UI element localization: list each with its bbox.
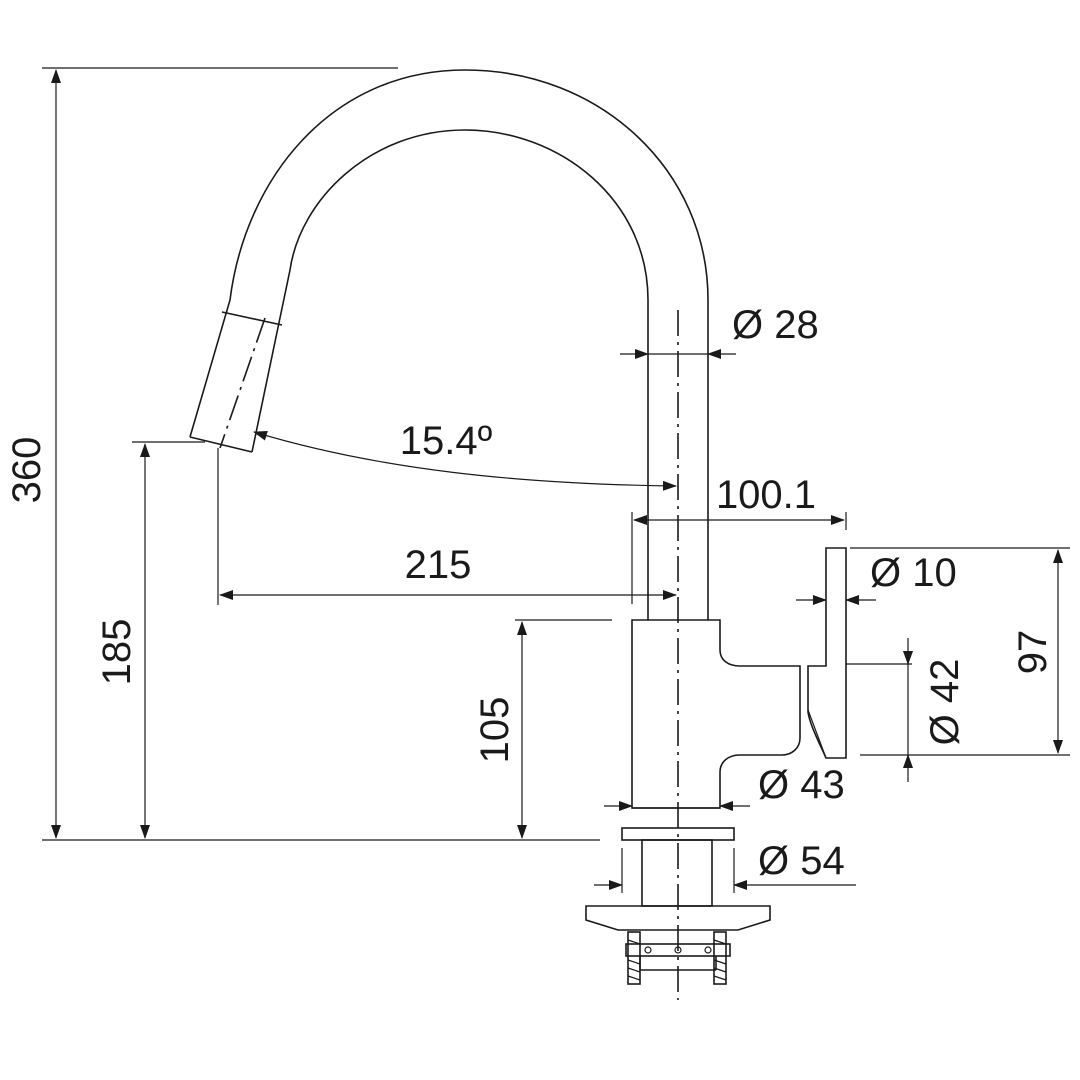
- label-215: 215: [405, 543, 472, 587]
- mounting-plate: [585, 905, 771, 931]
- label-100-1: 100.1: [716, 473, 816, 517]
- dim-arc-15-4: [253, 430, 677, 491]
- label-97: 97: [1011, 630, 1055, 675]
- label-diameter-42: Ø 42: [923, 659, 967, 746]
- lever-shading: [807, 709, 827, 759]
- mounting-shank: [641, 839, 713, 907]
- lever-handle: [807, 547, 847, 759]
- label-105: 105: [473, 697, 517, 764]
- spray-head-joint: [221, 311, 283, 326]
- bracket-hole-3: [704, 946, 712, 954]
- label-185: 185: [95, 619, 139, 686]
- faucet-body: [631, 619, 801, 809]
- extension-lines: [42, 67, 1070, 893]
- centerline-spray-head: [219, 317, 266, 449]
- label-diameter-10: Ø 10: [870, 551, 957, 595]
- dimension-lines: [51, 69, 1063, 890]
- bracket-hole-1: [644, 946, 652, 954]
- mounting-screw-right: [713, 931, 727, 985]
- faucet-outline: [189, 69, 847, 1000]
- label-diameter-54: Ø 54: [758, 839, 845, 883]
- label-360: 360: [5, 437, 49, 504]
- label-diameter-28: Ø 28: [732, 303, 819, 347]
- dimension-labels: 360 185 105 215 100.1 Ø 28 15.4º Ø 10 97…: [5, 303, 1055, 883]
- mounting-screw-left: [627, 931, 641, 985]
- label-diameter-43: Ø 43: [758, 763, 845, 807]
- spout-outer-edge: [189, 69, 709, 620]
- spout-inner-edge: [251, 129, 649, 620]
- label-angle-15-4: 15.4º: [400, 419, 493, 463]
